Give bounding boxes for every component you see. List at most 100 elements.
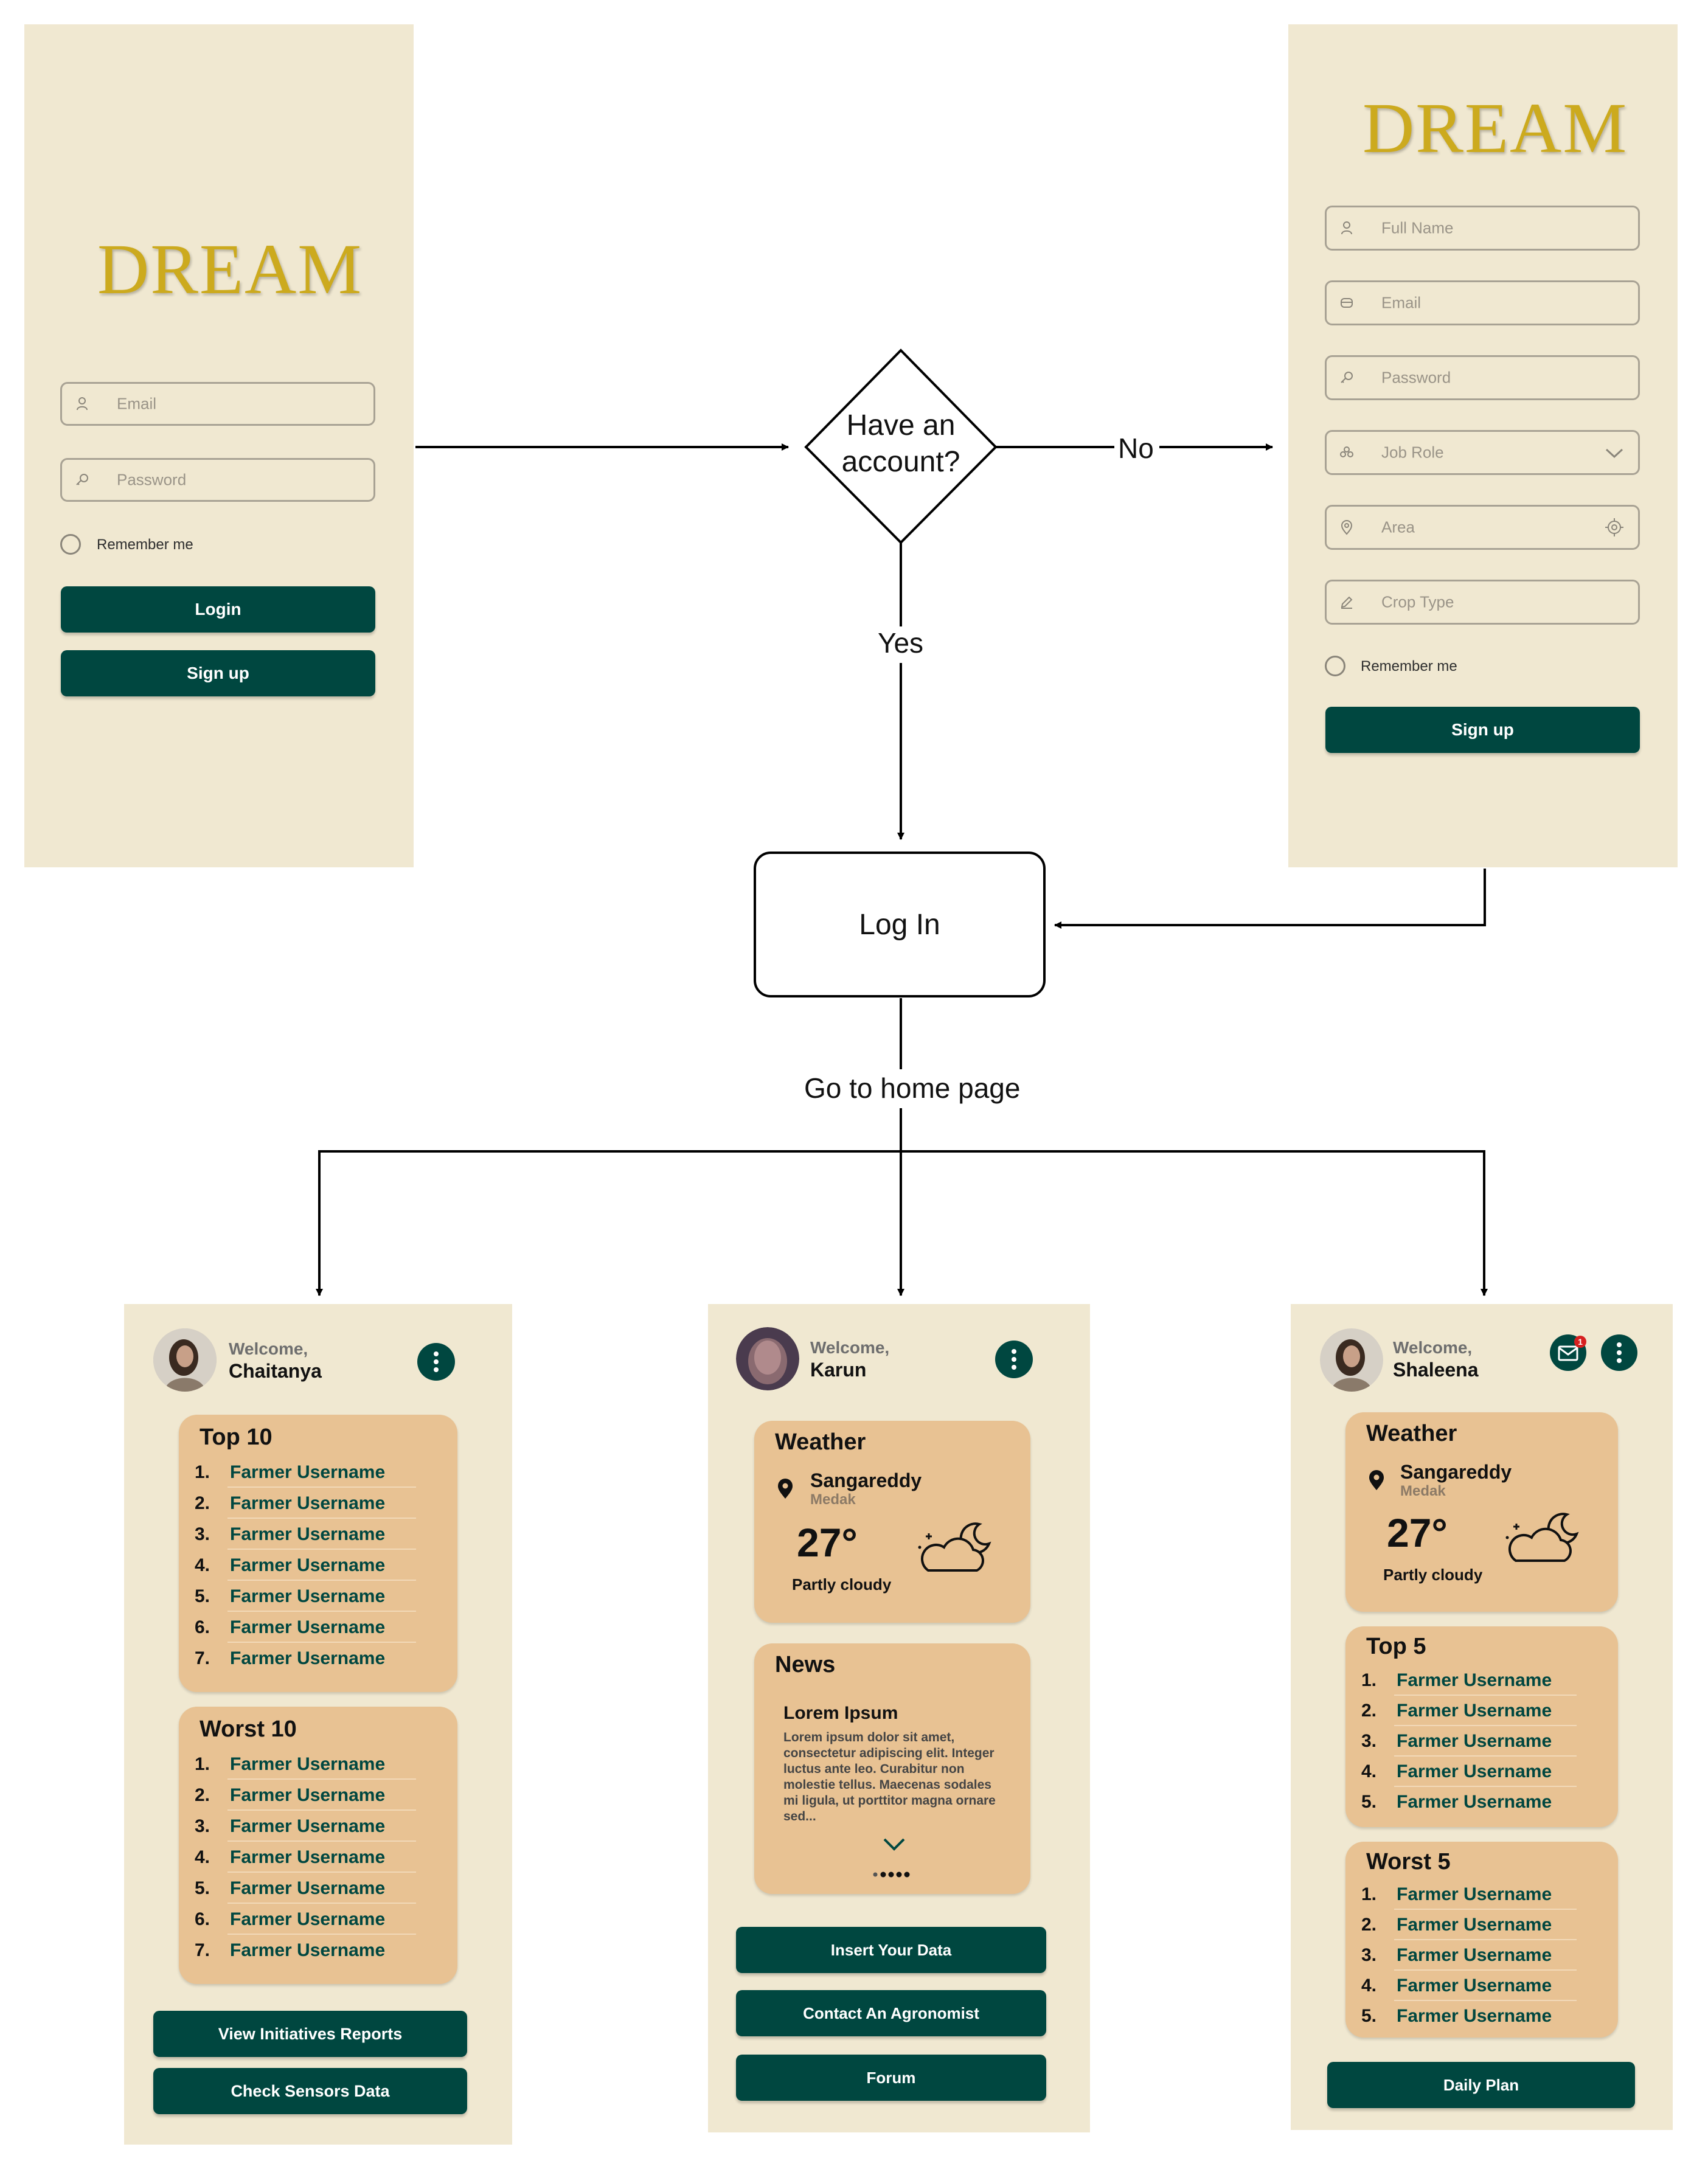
farmer-username-link[interactable]: Farmer Username	[1397, 1792, 1552, 1812]
news-heading: Lorem Ipsum	[783, 1703, 898, 1723]
farmer-username-link[interactable]: Farmer Username	[230, 1785, 386, 1805]
farmer-username-link[interactable]: Farmer Username	[230, 1462, 386, 1482]
rank-number: 7.	[195, 1940, 210, 1960]
farmer-username-link[interactable]: Farmer Username	[230, 1648, 386, 1668]
login-remember-radio[interactable]	[60, 534, 81, 555]
signup-jobrole-placeholder: Job Role	[1381, 443, 1444, 462]
signup-croptype-field[interactable]: Crop Type	[1325, 580, 1640, 625]
rank-number: 2.	[1361, 1701, 1377, 1721]
rank-number: 2.	[195, 1785, 210, 1805]
signup-button[interactable]: Sign up	[1325, 707, 1640, 753]
farmer-username-link[interactable]: Farmer Username	[230, 1555, 386, 1575]
contact-agronomist-button[interactable]: Contact An Agronomist	[736, 1990, 1046, 2036]
menu-kebab-icon[interactable]	[417, 1343, 455, 1381]
chevron-down-icon[interactable]	[1604, 442, 1625, 463]
pencil-icon	[1339, 594, 1355, 610]
locate-target-icon[interactable]	[1604, 517, 1625, 538]
signup-password-placeholder: Password	[1381, 368, 1451, 387]
signup-fullname-placeholder: Full Name	[1381, 218, 1454, 237]
rank-number: 1.	[195, 1754, 210, 1774]
welcome-text: Welcome,	[229, 1339, 308, 1358]
user-icon	[1339, 220, 1355, 236]
farmer-username-link[interactable]: Farmer Username	[230, 1754, 386, 1774]
signup-jobrole-select[interactable]: Job Role	[1325, 430, 1640, 475]
signup-email-placeholder: Email	[1381, 293, 1422, 312]
login-button[interactable]: Login	[61, 586, 375, 633]
farmer-username-link[interactable]: Farmer Username	[1397, 1884, 1552, 1904]
row-divider	[1394, 2000, 1577, 2001]
partly-cloudy-night-icon	[912, 1512, 998, 1582]
farmer-username-link[interactable]: Farmer Username	[230, 1847, 386, 1867]
signup-area-field[interactable]: Area	[1325, 505, 1640, 550]
login-password-field[interactable]: Password	[60, 458, 375, 502]
farmer-username-link[interactable]: Farmer Username	[1397, 1670, 1552, 1690]
rank-number: 4.	[1361, 1976, 1377, 1996]
row-divider	[227, 1518, 416, 1519]
login-logo: DREAM	[97, 229, 363, 309]
rank-number: 5.	[1361, 1792, 1377, 1812]
forum-button[interactable]: Forum	[736, 2055, 1046, 2101]
farmer-username-link[interactable]: Farmer Username	[230, 1940, 386, 1960]
farmer-username-link[interactable]: Farmer Username	[230, 1493, 386, 1513]
weather-condition: Partly cloudy	[1383, 1566, 1483, 1584]
rank-number: 5.	[195, 1586, 210, 1606]
weather-condition: Partly cloudy	[792, 1575, 892, 1594]
key-icon	[1339, 370, 1355, 386]
login-remember-label: Remember me	[97, 536, 193, 553]
user-icon	[74, 396, 90, 412]
farmer-username-link[interactable]: Farmer Username	[230, 1909, 386, 1929]
farmer-username-link[interactable]: Farmer Username	[1397, 2006, 1552, 2026]
top-ranking-title: Top 10	[200, 1424, 273, 1450]
farmer-username-link[interactable]: Farmer Username	[230, 1586, 386, 1606]
farmer-username-link[interactable]: Farmer Username	[1397, 1701, 1552, 1721]
row-divider	[1394, 1755, 1577, 1757]
people-icon	[1339, 445, 1355, 460]
row-divider	[1394, 1725, 1577, 1726]
signup-remember-label: Remember me	[1361, 658, 1457, 675]
pagination-dots[interactable]	[872, 1870, 911, 1881]
weather-district: Medak	[1400, 1483, 1446, 1499]
farmer-username-link[interactable]: Farmer Username	[1397, 1945, 1552, 1965]
farmer-username-link[interactable]: Farmer Username	[230, 1617, 386, 1637]
signup-remember-radio[interactable]	[1325, 656, 1345, 676]
farmer-username-link[interactable]: Farmer Username	[230, 1878, 386, 1898]
row-divider	[227, 1486, 416, 1488]
menu-kebab-icon[interactable]	[1601, 1334, 1637, 1371]
signup-button-login-screen[interactable]: Sign up	[61, 650, 375, 696]
signup-croptype-placeholder: Crop Type	[1381, 592, 1454, 611]
login-process-text: Log In	[859, 908, 940, 941]
view-reports-button[interactable]: View Initiatives Reports	[153, 2011, 467, 2057]
farmer-username-link[interactable]: Farmer Username	[230, 1816, 386, 1836]
location-pin-icon	[1339, 519, 1355, 535]
top-ranking-title: Top 5	[1366, 1634, 1426, 1659]
menu-kebab-icon[interactable]	[995, 1341, 1033, 1378]
avatar[interactable]	[736, 1327, 799, 1390]
rank-number: 7.	[195, 1648, 210, 1668]
farmer-username-link[interactable]: Farmer Username	[1397, 1761, 1552, 1781]
signup-area-placeholder: Area	[1381, 518, 1415, 536]
login-email-field[interactable]: Email	[60, 382, 375, 426]
farmer-username-link[interactable]: Farmer Username	[230, 1524, 386, 1544]
signup-fullname-field[interactable]: Full Name	[1325, 206, 1640, 251]
news-title: News	[775, 1652, 836, 1677]
farmer-username-link[interactable]: Farmer Username	[1397, 1976, 1552, 1996]
check-sensors-button[interactable]: Check Sensors Data	[153, 2068, 467, 2114]
yes-label: Yes	[878, 627, 924, 659]
daily-plan-button[interactable]: Daily Plan	[1327, 2062, 1635, 2108]
signup-email-field[interactable]: Email	[1325, 280, 1640, 325]
weather-title: Weather	[775, 1429, 866, 1455]
rank-number: 4.	[195, 1847, 210, 1867]
avatar[interactable]	[153, 1328, 217, 1392]
rank-number: 1.	[1361, 1670, 1377, 1690]
signup-password-field[interactable]: Password	[1325, 355, 1640, 400]
news-card: News Lorem Ipsum Lorem ipsum dolor sit a…	[754, 1643, 1030, 1894]
mail-icon[interactable]: 1	[1550, 1334, 1586, 1371]
avatar[interactable]	[1320, 1328, 1383, 1392]
arrow-home-left	[316, 1150, 901, 1296]
weather-temperature: 27°	[1387, 1510, 1448, 1555]
chevron-down-icon[interactable]	[882, 1837, 906, 1854]
farmer-username-link[interactable]: Farmer Username	[1397, 1731, 1552, 1751]
farmer-username-link[interactable]: Farmer Username	[1397, 1915, 1552, 1935]
insert-data-button[interactable]: Insert Your Data	[736, 1927, 1046, 1973]
